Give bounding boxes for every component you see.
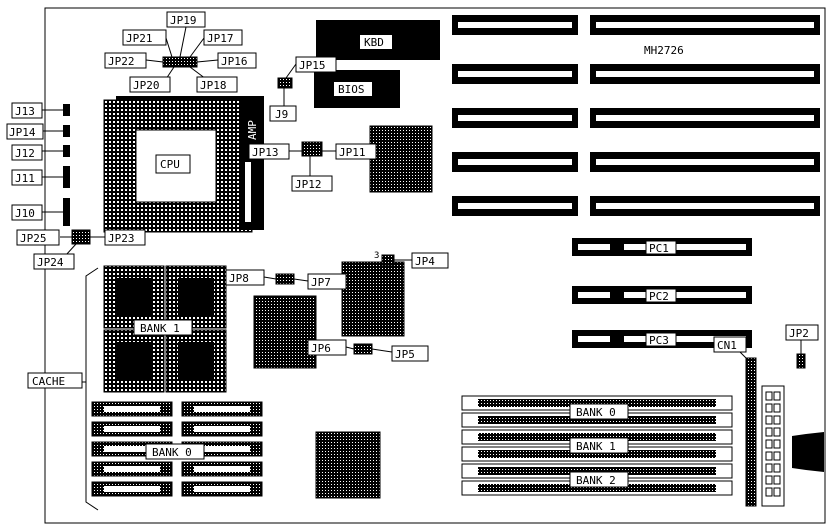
cache-bank1-label: BANK 1 [140,322,180,335]
jumper-jp5-label: JP5 [395,348,415,361]
connector-cn1-label: CN1 [717,339,737,352]
power-connector [761,385,785,507]
jumper-jp16-label: JP16 [221,55,248,68]
jumper-jp4-label: JP4 [415,255,435,268]
jumper-jp19-label: JP19 [170,14,197,27]
jumper-jp13-block [301,141,323,157]
jumper-cluster-top [162,56,198,68]
jumper-jp25-label: JP25 [20,232,47,245]
model-label: MH2726 [644,44,684,57]
jumper-jp7-block [275,273,295,285]
connector-j12-label: J12 [15,147,35,160]
jumper-jp11-label: JP11 [339,146,366,159]
connector-j9-label: J9 [275,108,288,121]
jumper-jp15-label: JP15 [299,59,326,72]
jumper-jp5-block [353,343,373,355]
jumper-jp2-block [796,353,806,369]
bios-label: BIOS [338,83,365,96]
jumper-jp21-label: JP21 [126,32,153,45]
simm-bank1-label: BANK 1 [576,440,616,453]
chipset-chip-3 [253,295,317,369]
kbd-label: KBD [364,36,384,49]
cache-bank0-label: BANK 0 [152,446,192,459]
isa-slots [452,15,820,216]
jumper-jp18-label: JP18 [200,79,227,92]
power-connector-pins [765,391,781,497]
pci-slot-1-label: PC1 [649,242,669,255]
simm-bank2-label: BANK 2 [576,474,616,487]
jumper-jp23-label: JP23 [108,232,135,245]
chipset-chip-4 [315,431,381,499]
pci-slot-3-label: PC3 [649,334,669,347]
simm-bank0-label: BANK 0 [576,406,616,419]
jumper-jp8-label: JP8 [229,272,249,285]
jumper-jp13-label: JP13 [252,146,279,159]
chipset-chip-1 [369,125,433,193]
jumper-jp20-label: JP20 [133,79,160,92]
keyboard-port [792,432,824,472]
jumper-jp4-block [381,254,395,266]
jumper-jp23-block [71,229,91,245]
chipset-chip-2 [341,261,405,337]
connector-j13-label: J13 [15,105,35,118]
connector-j11-label: J11 [15,172,35,185]
jumper-jp17-label: JP17 [207,32,234,45]
jumper-jp15-block [277,77,293,89]
connector-j10-label: J10 [15,207,35,220]
cpu-socket [103,96,264,233]
amp-label: AMP [246,120,259,140]
cpu-label: CPU [160,158,180,171]
jumper-jp22-label: JP22 [108,55,135,68]
pin-marker: 3 [374,251,379,261]
pci-slot-2-label: PC2 [649,290,669,303]
connector-cn1 [745,357,757,507]
cache-bank1 [103,265,227,393]
jumper-jp6-label: JP6 [311,342,331,355]
jumper-jp12-label: JP12 [295,178,322,191]
jumper-jp2-label: JP2 [789,327,809,340]
cache-label: CACHE [32,375,65,388]
jumper-jp24-label: JP24 [37,256,64,269]
connector-j14-label: JP14 [9,126,36,139]
jumper-jp7-label: JP7 [311,276,331,289]
